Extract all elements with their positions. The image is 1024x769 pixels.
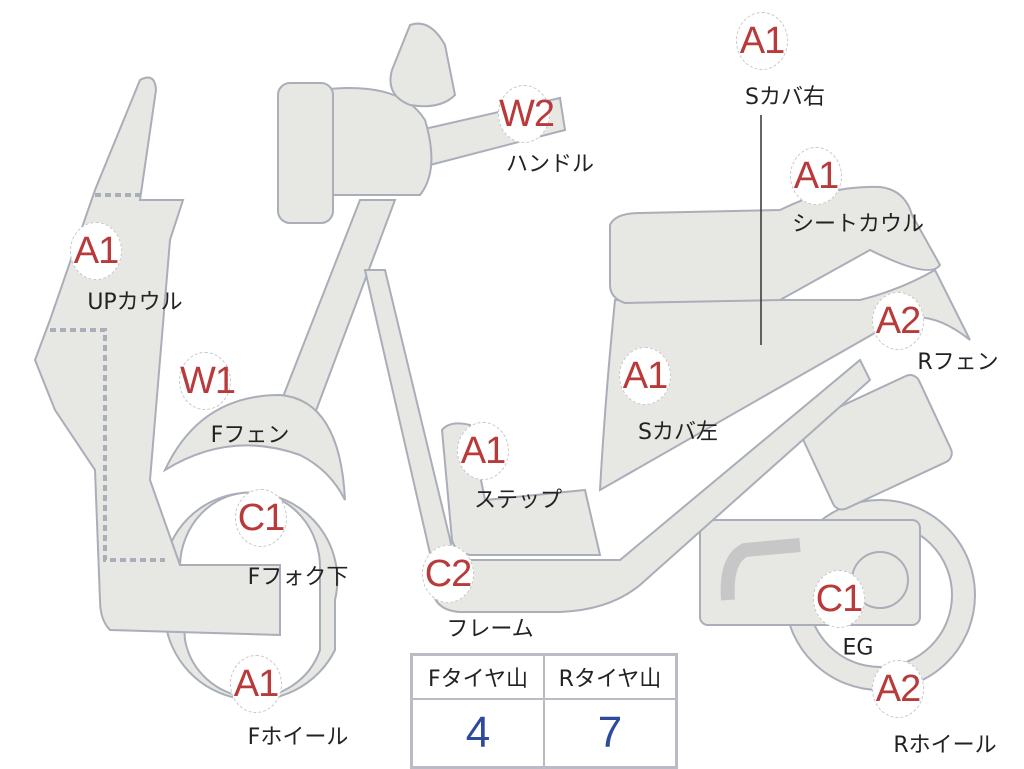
- grade-marker-rear-fender: A2: [872, 292, 924, 350]
- part-label-s-cover-left: Sカバ左: [638, 420, 718, 445]
- front-fender: [162, 393, 346, 501]
- part-label-front-fender: Fフェン: [210, 423, 290, 448]
- seat: [609, 185, 942, 305]
- part-label-step: ステップ: [473, 488, 563, 513]
- part-label-rear-wheel: Rホイール: [893, 733, 997, 758]
- part-label-seat-cowl: シートカウル: [791, 212, 925, 237]
- grade-marker-seat-cowl: A1: [790, 147, 842, 205]
- grade-marker-front-wheel: A1: [230, 655, 282, 713]
- part-label-handle: ハンドル: [505, 152, 595, 177]
- part-label-s-cover-right: Sカバ右: [745, 85, 825, 110]
- grade-marker-s-cover-left: A1: [619, 347, 671, 405]
- grade-marker-rear-wheel: A2: [872, 660, 924, 718]
- grade-marker-handle: W2: [498, 85, 555, 143]
- rear-tire-header: Rタイヤ山: [543, 653, 678, 700]
- rear-tire-value: 7: [543, 698, 678, 769]
- front-tire-header: Fタイヤ山: [410, 653, 545, 700]
- mirror: [389, 22, 457, 108]
- grade-marker-s-cover-right: A1: [736, 12, 788, 70]
- part-label-frame: フレーム: [446, 617, 534, 642]
- part-label-front-wheel: Fホイール: [247, 725, 349, 750]
- grade-marker-front-fork: C1: [235, 489, 287, 547]
- up-cowl: [33, 76, 281, 637]
- grade-marker-step: A1: [457, 422, 509, 480]
- front-tire-value: 4: [410, 698, 545, 769]
- part-label-up-cowl: UPカウル: [87, 290, 183, 315]
- tire-tread-table: Fタイヤ山 Rタイヤ山 4 7: [410, 653, 678, 769]
- grade-marker-engine: C1: [813, 570, 865, 628]
- part-label-rear-fender: Rフェン: [917, 350, 999, 375]
- grade-marker-frame: C2: [422, 545, 474, 603]
- headlight: [277, 82, 334, 224]
- part-label-engine: EG: [842, 635, 874, 661]
- grade-marker-front-fender: W1: [179, 352, 236, 410]
- grade-marker-up-cowl: A1: [70, 222, 122, 280]
- part-label-front-fork: Fフォク下: [247, 565, 349, 590]
